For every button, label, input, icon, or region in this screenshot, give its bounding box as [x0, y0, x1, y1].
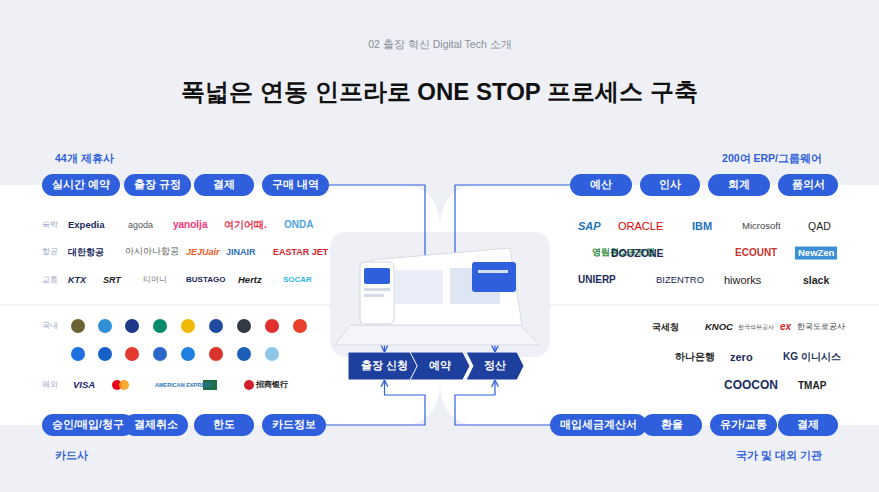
- process-step: 출장 신청: [348, 352, 421, 380]
- partner-logo-text: 한국도로공사: [797, 323, 845, 332]
- feature-pill: 인사: [640, 174, 700, 196]
- node-text: 출장 신청: [361, 359, 408, 373]
- node-text: 유가/교통: [720, 418, 767, 432]
- partner-logo-text: 국내: [42, 321, 58, 330]
- partner-logo-text: 여기어때.: [224, 219, 267, 231]
- node-text: 품의서: [792, 178, 825, 192]
- node-text: 카드정보: [272, 418, 316, 432]
- partner-logo-text: KNOC: [705, 322, 733, 333]
- section-subtitle: 02 출장 혁신 Digital Tech 소개: [368, 38, 511, 50]
- slide-title: 폭넓은 연동 인프라로 ONE STOP 프로세스 구축: [181, 76, 698, 108]
- partner-logo-text: VISA: [73, 380, 95, 391]
- group-label: 국가 및 대외 기관: [736, 449, 822, 461]
- node-text: 승인/매입/청구: [52, 418, 124, 432]
- node-text: 회계: [728, 178, 750, 192]
- feature-pill: 유가/교통: [710, 414, 777, 436]
- partner-logo-text: 항공: [42, 247, 58, 256]
- partner-logo-text: JINAIR: [226, 247, 256, 257]
- partner-logo-text: Expedia: [68, 220, 104, 231]
- partner-logo-text: 국세청: [652, 322, 679, 332]
- center-ground: [330, 232, 550, 357]
- feature-pill: 실시간 예약: [42, 174, 120, 196]
- node-text: 구매 내역: [272, 178, 319, 192]
- partner-logo-text: KTX: [68, 275, 86, 285]
- feature-pill: 한도: [194, 414, 254, 436]
- feature-pill: 결제: [778, 414, 838, 436]
- node-text: 한도: [213, 418, 235, 432]
- node-text: 예약: [429, 359, 451, 373]
- feature-pill: 품의서: [778, 174, 838, 196]
- flow-connector: [326, 380, 425, 425]
- partner-logo-text: COOCON: [724, 379, 778, 393]
- partner-logo-text: 숙박: [42, 220, 58, 229]
- partner-logo-text: yanolja: [173, 219, 207, 231]
- process-step: 정산: [466, 352, 524, 380]
- feature-pill: 구매 내역: [262, 174, 329, 196]
- feature-pill: 회계: [708, 174, 770, 196]
- partner-logo-text: 招商银行: [256, 380, 288, 389]
- process-step: 예약: [410, 352, 470, 380]
- partner-logo-text: SRT: [103, 275, 121, 285]
- partner-logo-text: agoda: [128, 220, 153, 230]
- partner-logo-text: 티머니: [143, 275, 167, 284]
- partner-logo-text: 대한항공: [68, 247, 104, 257]
- partner-logo-text: ex: [780, 321, 791, 333]
- partner-logo-text: DOUZONE: [611, 247, 664, 259]
- partner-logo-text: 한국석유공사: [738, 324, 774, 331]
- node-text: 예산: [590, 178, 612, 192]
- feature-pill: 승인/매입/청구: [42, 414, 134, 436]
- node-text: 실시간 예약: [52, 178, 110, 192]
- node-text: 결제: [797, 418, 819, 432]
- node-text: 환율: [661, 418, 683, 432]
- flow-connector: [455, 380, 550, 425]
- partner-logo-text: 교통: [42, 275, 58, 284]
- partner-logo-text: EASTAR JET: [273, 247, 328, 257]
- partner-logo-text: BUSTAGO: [186, 275, 225, 284]
- partner-logo-text: JEJUair: [186, 247, 220, 257]
- partner-logo-text: SOCAR: [283, 275, 312, 284]
- feature-pill: 카드정보: [262, 414, 326, 436]
- node-text: 결제: [213, 178, 235, 192]
- node-text: 결제취소: [134, 418, 178, 432]
- partner-logo-text: slack: [803, 274, 829, 286]
- partner-logo-text: 해외: [42, 380, 58, 389]
- node-text: 출장 규정: [134, 178, 181, 192]
- partner-logo-text: NewZen: [795, 247, 837, 260]
- partner-logo-text: ECOUNT: [735, 247, 777, 259]
- group-label: 카드사: [55, 449, 88, 461]
- node-text: 인사: [659, 178, 681, 192]
- feature-pill: 결제: [194, 174, 254, 196]
- feature-pill: 출장 규정: [124, 174, 191, 196]
- node-text: 매입세금계산서: [560, 418, 637, 432]
- feature-pill: 결제취소: [124, 414, 188, 436]
- partner-logo-text: UNIERP: [578, 274, 616, 286]
- group-label: 200여 ERP/그룹웨어: [722, 152, 822, 164]
- partner-logo-text: ONDA: [284, 219, 313, 231]
- partner-logo-text: Microsoft: [742, 221, 781, 232]
- partner-logo-text: hiworks: [724, 274, 761, 287]
- card-logos: [71, 319, 307, 390]
- partner-logo-text: 하나은행: [675, 352, 715, 363]
- partner-logo-text: ORACLE: [618, 220, 663, 233]
- partner-logo-text: QAD: [808, 220, 831, 232]
- feature-pill: 매입세금계산서: [550, 414, 647, 436]
- partner-logo-text: SAP: [578, 220, 601, 233]
- feature-pill: 환율: [642, 414, 702, 436]
- node-text: 정산: [484, 359, 506, 373]
- group-label: 44개 제휴사: [55, 152, 114, 164]
- partner-logo-text: zero: [730, 351, 753, 364]
- partner-logo-text: TMAP: [798, 380, 826, 392]
- partner-logo-text: 아시아나항공: [125, 247, 179, 257]
- partner-logo-text: Hertz: [238, 275, 262, 286]
- partner-logo-text: BIZENTRO: [656, 275, 704, 286]
- partner-logo-text: AMERICAN EXPRESS: [155, 382, 212, 388]
- partner-logo-text: IBM: [692, 220, 712, 233]
- partner-logo-text: KG 이니시스: [783, 351, 841, 363]
- feature-pill: 예산: [570, 174, 632, 196]
